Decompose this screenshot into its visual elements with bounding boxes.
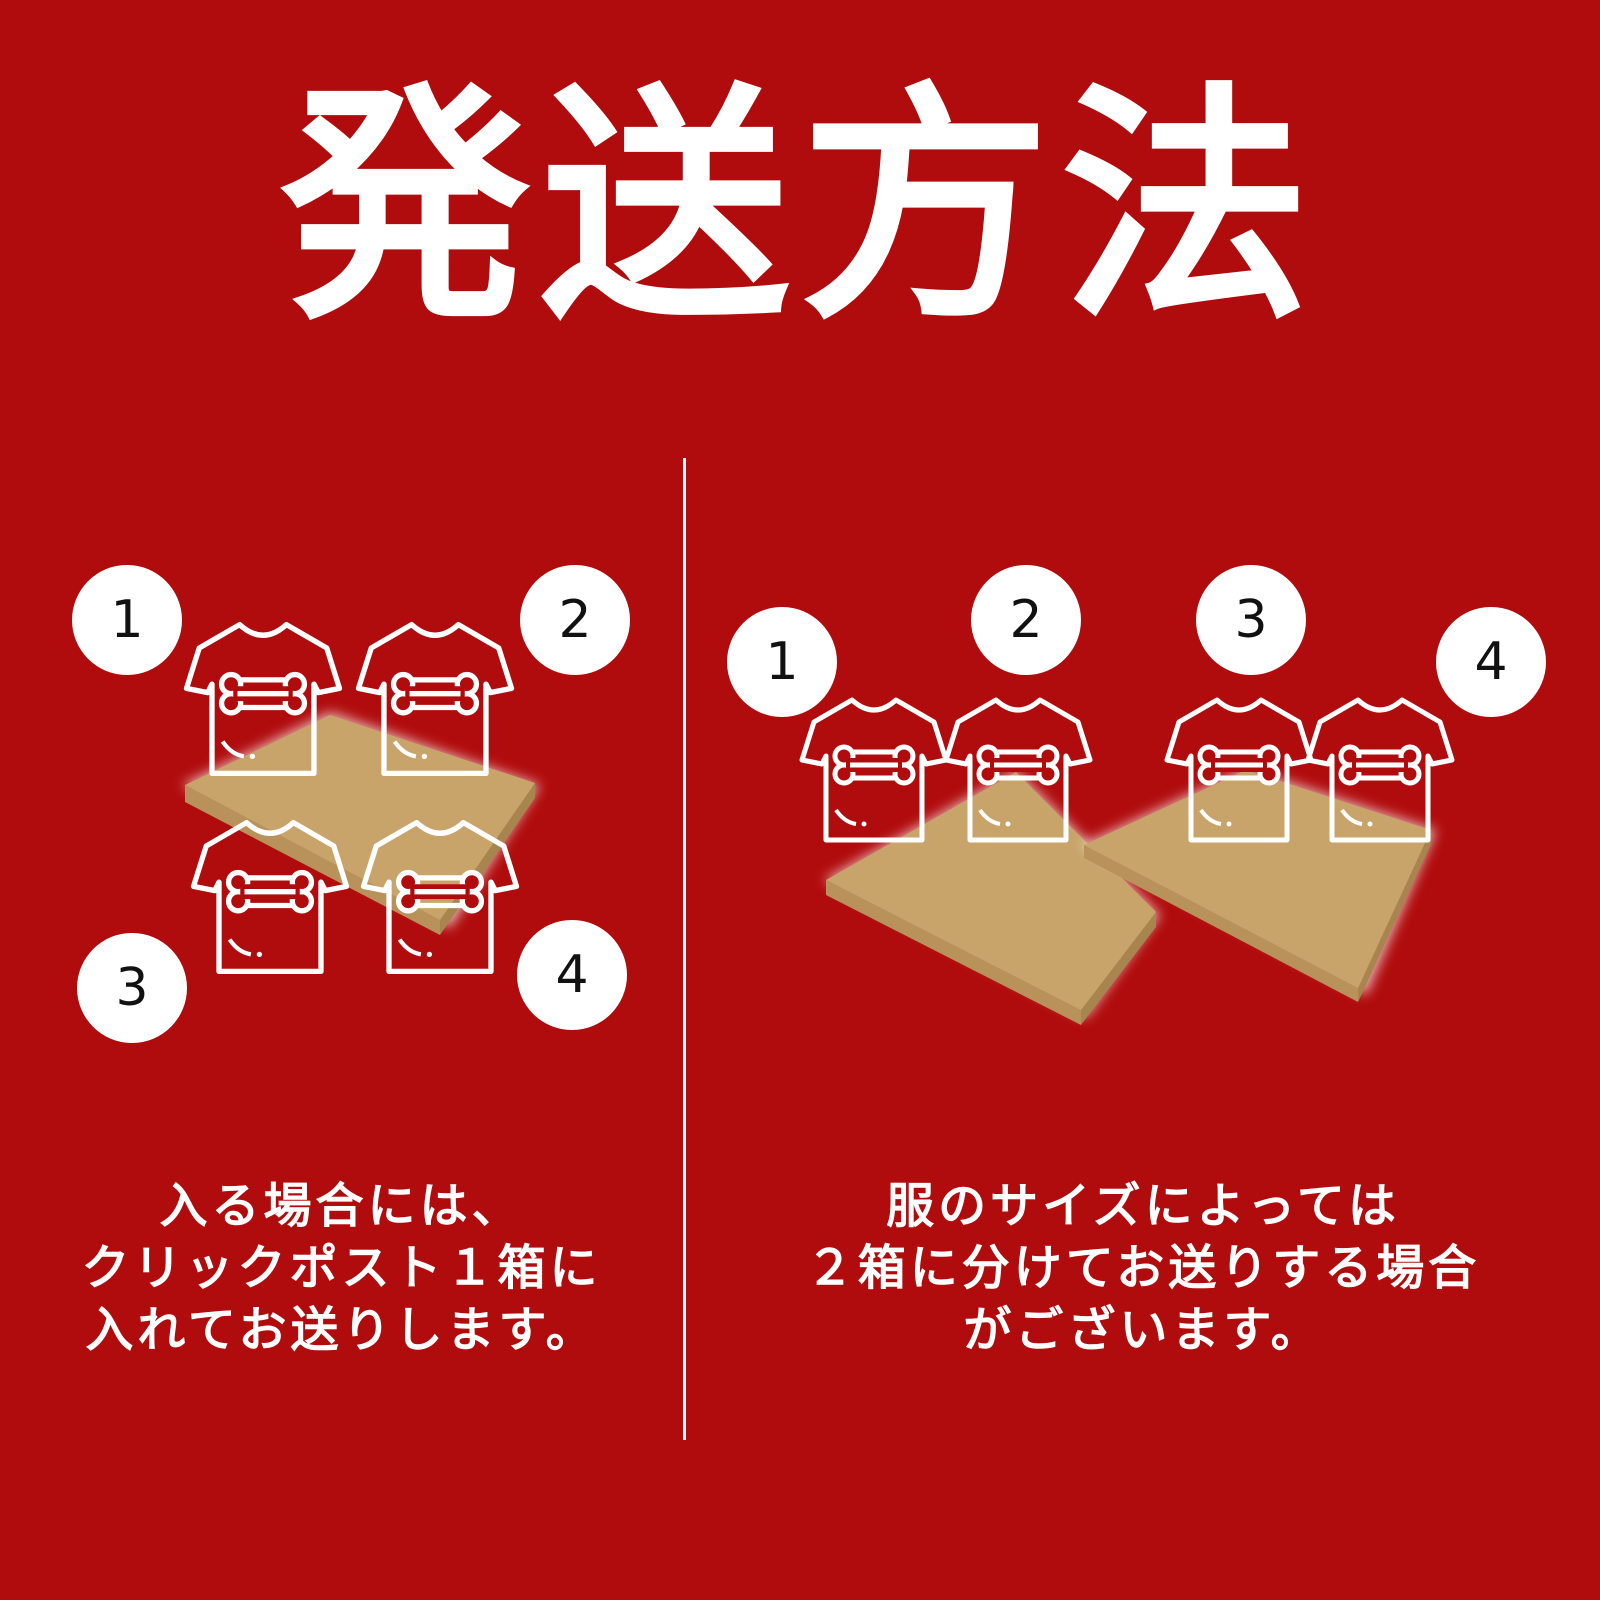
cardboard-box bbox=[824, 770, 1160, 1025]
svg-text:4: 4 bbox=[555, 945, 588, 1005]
svg-text:3: 3 bbox=[115, 958, 148, 1018]
two-box-illustration: 1 2 3 4 bbox=[727, 565, 1546, 1025]
caption-line: 服のサイズによっては bbox=[886, 1178, 1400, 1234]
single-box-panel: 1 2 3 4 入る場合には、 クリックポスト１箱に 入れてお送りします。 bbox=[0, 540, 683, 1420]
caption-line: クリックポスト１箱に bbox=[81, 1240, 602, 1296]
number-badge: 2 bbox=[971, 565, 1081, 675]
caption-line: がございます。 bbox=[963, 1302, 1323, 1358]
number-badge: 3 bbox=[1196, 565, 1306, 675]
number-badge: 2 bbox=[520, 565, 630, 675]
single-box-caption: 入る場合には、 クリックポスト１箱に 入れてお送りします。 bbox=[0, 1175, 683, 1361]
number-badge: 4 bbox=[1436, 607, 1546, 717]
caption-line: ２箱に分けてお送りする場合 bbox=[805, 1240, 1481, 1296]
tshirt-icon bbox=[802, 700, 946, 840]
cardboard-box bbox=[1081, 768, 1436, 1002]
svg-text:2: 2 bbox=[1009, 590, 1042, 650]
page-title: 発送方法 bbox=[280, 62, 1320, 353]
panel-divider bbox=[683, 458, 686, 1440]
svg-text:3: 3 bbox=[1234, 590, 1267, 650]
svg-text:1: 1 bbox=[765, 632, 798, 692]
cardboard-box bbox=[182, 712, 540, 935]
svg-text:1: 1 bbox=[110, 590, 143, 650]
two-box-panel: 1 2 3 4 服のサイズによっては ２箱に分けてお送りする場合 がございます。 bbox=[686, 540, 1600, 1420]
two-box-caption: 服のサイズによっては ２箱に分けてお送りする場合 がございます。 bbox=[686, 1175, 1600, 1361]
svg-text:2: 2 bbox=[558, 590, 591, 650]
caption-line: 入れてお送りします。 bbox=[85, 1302, 598, 1358]
number-badge: 3 bbox=[77, 933, 187, 1043]
number-badge: 1 bbox=[727, 607, 837, 717]
number-badge: 1 bbox=[72, 565, 182, 675]
number-badge: 4 bbox=[517, 920, 627, 1030]
caption-line: 入る場合には、 bbox=[159, 1178, 524, 1234]
svg-text:4: 4 bbox=[1474, 632, 1507, 692]
single-box-illustration: 1 2 3 4 bbox=[72, 565, 630, 1043]
